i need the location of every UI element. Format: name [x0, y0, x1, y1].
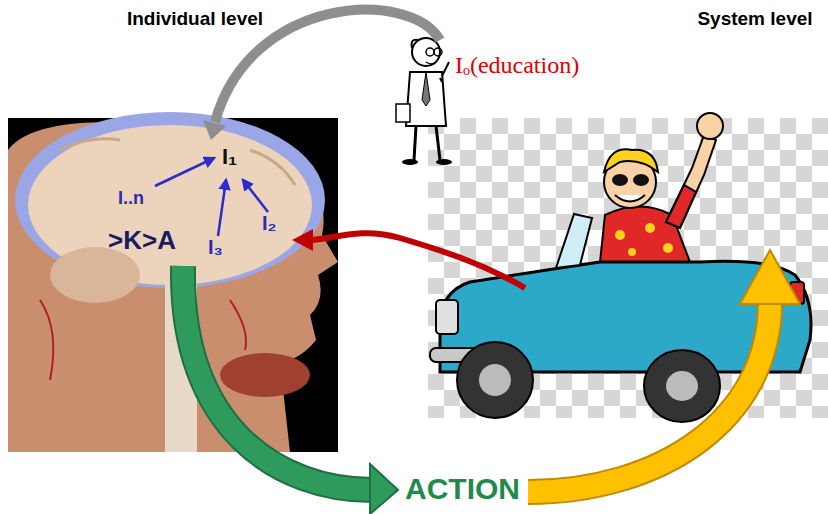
head-cross-section-part	[40, 300, 53, 380]
head-cross-section-part	[220, 353, 310, 397]
car-scene-part	[615, 230, 625, 240]
teacher-figure	[396, 38, 452, 165]
car-scene-part	[612, 174, 628, 186]
input-arrows	[155, 158, 268, 236]
teacher-figure-part	[426, 62, 436, 64]
teacher-figure-part	[422, 72, 430, 106]
teacher-figure-part	[436, 126, 440, 160]
feedback-arrow	[292, 229, 525, 288]
education-arrow	[203, 10, 440, 140]
action-label: ACTION	[405, 472, 520, 507]
car-scene-part	[663, 243, 673, 253]
input-label: I..n	[118, 188, 144, 209]
knowledge-label: >K>A	[108, 226, 176, 256]
outcome-arrow	[528, 250, 800, 492]
car-scene-part	[633, 174, 649, 186]
car-scene-part	[556, 214, 592, 268]
outcome-arrow-part	[528, 302, 770, 492]
teacher-figure-part	[406, 72, 446, 126]
education-arrow-part	[203, 120, 226, 140]
head-cross-section-part	[60, 139, 120, 150]
input-label: I₂	[262, 212, 276, 235]
outcome-arrow-part	[528, 302, 770, 492]
input-arrows-part	[243, 180, 268, 212]
education-label: Iₒ(education)	[455, 52, 579, 80]
teacher-figure-part	[434, 48, 442, 56]
input-arrows-part	[218, 180, 226, 236]
car-scene-part	[457, 342, 533, 418]
teacher-figure-part	[396, 104, 410, 122]
action-arrow-part	[183, 266, 372, 490]
car-scene-part	[628, 248, 636, 256]
action-arrow	[183, 266, 398, 514]
level-heading: System level	[697, 8, 812, 30]
teacher-figure-part	[414, 126, 416, 160]
action-arrow-part	[183, 266, 372, 490]
car-scene-part	[697, 113, 723, 139]
input-label: I₁	[222, 144, 237, 169]
teacher-figure-part	[426, 48, 434, 56]
level-heading: Individual level	[127, 8, 263, 30]
car-scene-part	[666, 135, 716, 228]
teacher-figure-part	[402, 159, 418, 165]
teacher-figure-part	[412, 40, 418, 48]
head-cross-section-part	[250, 150, 295, 185]
car-scene-part	[666, 371, 698, 401]
teacher-figure-part	[436, 159, 452, 165]
car-scene-part	[479, 364, 511, 396]
car-scene-part	[644, 350, 720, 422]
input-arrows-part	[155, 158, 214, 186]
car-scene-part	[645, 223, 655, 233]
input-label: I₃	[208, 236, 223, 259]
car-scene-part	[615, 195, 645, 202]
feedback-arrow-part	[310, 233, 525, 288]
car-scene-part	[604, 149, 658, 172]
head-cross-section-part	[50, 247, 140, 303]
head-cross-section-part	[230, 300, 246, 350]
car-scene-part	[436, 300, 458, 334]
teacher-figure-part	[440, 78, 442, 82]
car-scene-part	[666, 185, 696, 228]
outcome-arrow-part	[740, 250, 800, 304]
feedback-arrow-part	[292, 229, 313, 251]
action-arrow-part	[370, 464, 398, 514]
